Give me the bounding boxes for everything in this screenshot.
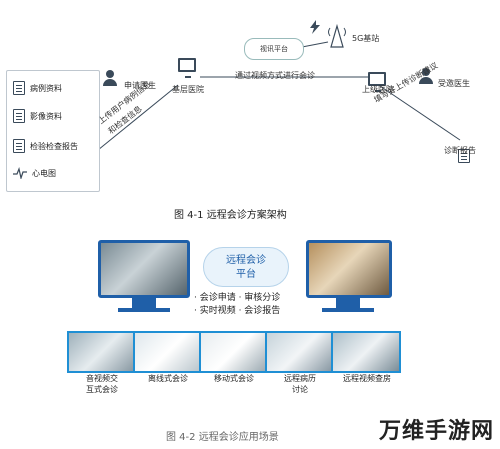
report-icon bbox=[13, 139, 25, 153]
upper-hospital-label: 上级医院 bbox=[362, 85, 394, 94]
patient-materials-box: 病例资料 影像资料 检验检查报告 心电图 bbox=[6, 70, 100, 192]
materials-item: 心电图 bbox=[13, 167, 56, 179]
scene-label: 移动式会诊 bbox=[214, 374, 254, 383]
platform-title-line2: 平台 bbox=[236, 269, 256, 280]
site-watermark: 万维手游网 bbox=[378, 419, 494, 444]
computer-icon bbox=[368, 72, 386, 92]
invited-doctor bbox=[418, 68, 434, 88]
primary-hospital-label: 基层医院 bbox=[172, 85, 204, 94]
scene-label: 远程病历 bbox=[284, 374, 316, 383]
cloud-label: 视讯平台 bbox=[260, 45, 288, 53]
scene-thumbnail bbox=[331, 331, 401, 373]
materials-item: 病例资料 bbox=[13, 81, 62, 95]
scene-thumbnail bbox=[67, 331, 137, 373]
computer-icon bbox=[178, 58, 196, 78]
scene-card: 远程视频查房 bbox=[331, 331, 403, 384]
lightning-icon bbox=[310, 20, 320, 34]
tower-label: 5G基站 bbox=[352, 34, 380, 43]
materials-item-label: 心电图 bbox=[32, 168, 56, 178]
materials-item-label: 病例资料 bbox=[30, 83, 62, 93]
doctor-icon bbox=[102, 70, 118, 86]
scene-card: 音视频交 互式会诊 bbox=[67, 331, 137, 395]
materials-item: 检验检查报告 bbox=[13, 139, 78, 153]
image-icon bbox=[13, 109, 25, 123]
feature-line: · 会诊申请 · 审核分诊 bbox=[194, 293, 281, 303]
doctor-icon bbox=[418, 68, 434, 84]
figure-4-2-caption: 图 4-2 远程会诊应用场景 bbox=[166, 432, 279, 443]
architecture-lines bbox=[97, 41, 461, 151]
scene-label: 离线式会诊 bbox=[148, 374, 188, 383]
invited-doctor-label: 受邀医生 bbox=[438, 79, 470, 88]
materials-item: 影像资料 bbox=[13, 109, 62, 123]
figure-4-1-caption: 图 4-1 远程会诊方案架构 bbox=[174, 210, 287, 221]
scene-card: 离线式会诊 bbox=[133, 331, 203, 384]
left-video-screen bbox=[98, 240, 190, 298]
left-screen-stand bbox=[132, 298, 156, 308]
report-icon bbox=[458, 149, 470, 163]
scene-label-line2: 互式会诊 bbox=[86, 385, 118, 394]
scene-card: 远程病历 讨论 bbox=[265, 331, 335, 395]
platform-features: · 会诊申请 · 审核分诊 · 实时视频 · 会诊报告 bbox=[194, 292, 280, 318]
scene-thumbnail bbox=[133, 331, 203, 373]
scene-label: 音视频交 bbox=[86, 374, 118, 383]
signal-tower-icon bbox=[328, 23, 346, 48]
right-screen-stand bbox=[336, 298, 360, 308]
video-consult-label: 通过视频方式进行会诊 bbox=[235, 71, 315, 80]
materials-item-label: 检验检查报告 bbox=[30, 141, 78, 151]
scene-label: 远程视频查房 bbox=[343, 374, 391, 383]
scene-thumbnail bbox=[199, 331, 269, 373]
right-screen-base bbox=[322, 308, 374, 312]
platform-title-line1: 远程会诊 bbox=[226, 255, 266, 266]
diagnosis-report-label: 诊断报告 bbox=[444, 146, 476, 155]
left-screen-base bbox=[118, 308, 170, 312]
feature-line: · 实时视频 · 会诊报告 bbox=[194, 306, 281, 316]
video-platform-cloud: 视讯平台 bbox=[244, 38, 304, 60]
document-icon bbox=[13, 81, 25, 95]
apply-doctor bbox=[102, 70, 118, 90]
scene-label-line2: 讨论 bbox=[292, 385, 308, 394]
consult-platform-cloud: 远程会诊 平台 bbox=[203, 247, 289, 287]
materials-item-label: 影像资料 bbox=[30, 111, 62, 121]
apply-doctor-label: 申请医生 bbox=[124, 81, 156, 90]
scene-card: 移动式会诊 bbox=[199, 331, 269, 384]
right-video-screen bbox=[306, 240, 392, 298]
scene-thumbnail bbox=[265, 331, 335, 373]
ecg-icon bbox=[13, 167, 27, 179]
